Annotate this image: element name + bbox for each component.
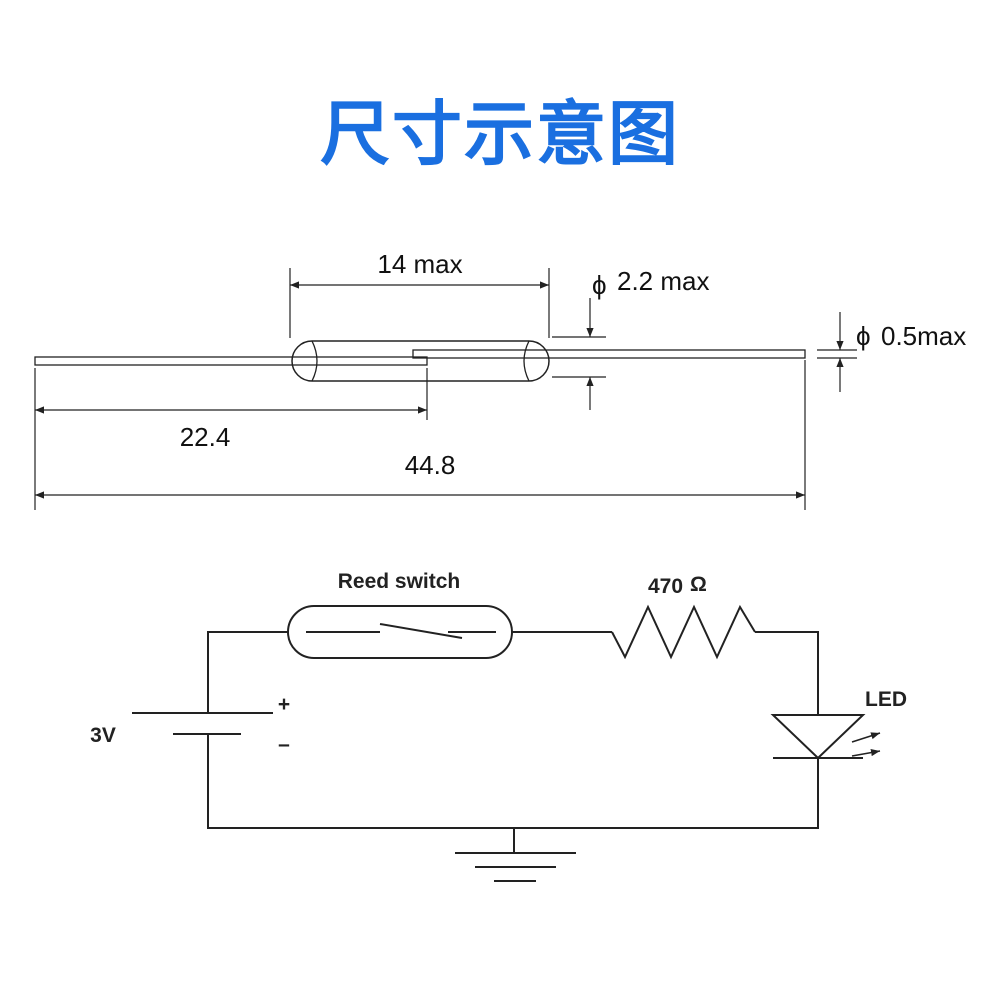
- reed-switch-contact: [379, 623, 463, 639]
- battery-voltage-label: 3V: [90, 724, 116, 747]
- total-length-label: 44.8: [405, 450, 456, 480]
- glass-neck-left: [311, 340, 318, 382]
- ground-symbol: [455, 828, 576, 882]
- wire-left: [207, 631, 288, 713]
- wire-ground-to-led: [514, 758, 819, 829]
- half-length-label: 22.4: [180, 422, 231, 452]
- glass-diameter-label: 2.2 max: [617, 266, 710, 296]
- battery-minus-sign: –: [278, 733, 290, 756]
- resistor-unit: Ω: [690, 573, 707, 596]
- led-light-arrow-2: [851, 749, 881, 757]
- led-symbol: [770, 714, 866, 760]
- right-lead: [412, 349, 806, 359]
- wire-resistor-to-led: [755, 631, 819, 715]
- glass-neck-right: [523, 340, 530, 382]
- lead-diameter-symbol: ϕ: [856, 321, 871, 351]
- resistor-value: 470: [648, 575, 683, 598]
- wire-battery-to-ground: [207, 734, 514, 829]
- page-title: 尺寸示意图: [320, 93, 680, 175]
- left-lead: [34, 356, 428, 366]
- reed-switch-symbol: [287, 605, 513, 659]
- led-light-arrow-1: [851, 732, 881, 743]
- led-label: LED: [865, 688, 907, 711]
- glass-length-label: 14 max: [377, 249, 462, 279]
- battery-plus-sign: +: [278, 693, 290, 716]
- glass-diameter-symbol: ϕ: [592, 270, 607, 300]
- reed-switch-dimension-drawing: 14 max ϕ 2.2 max ϕ 0.5max 22.4 44.8: [34, 249, 966, 510]
- lead-diameter-label: 0.5max: [881, 321, 966, 351]
- reed-switch-label: Reed switch: [338, 570, 461, 593]
- test-circuit: Reed switch 470 Ω LED + – 3V: [90, 570, 907, 882]
- glass-envelope: [291, 340, 550, 382]
- resistor-symbol: [611, 604, 756, 660]
